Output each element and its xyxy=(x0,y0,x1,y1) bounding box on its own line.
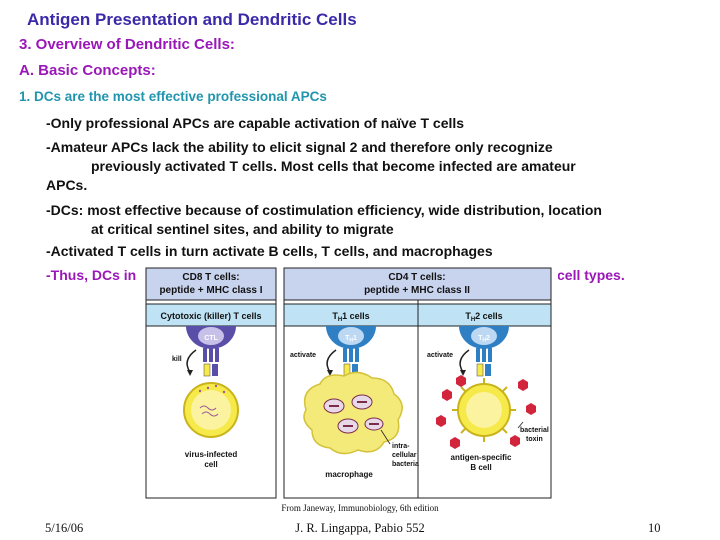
bullet-dcs-effective: -DCs: most effective because of costimul… xyxy=(46,201,706,239)
cd8-header-line2: peptide + MHC class I xyxy=(159,285,262,296)
kill-label: kill xyxy=(172,356,182,363)
th2-subheader-text: TH2 cells xyxy=(465,311,502,323)
activate-label-2: activate xyxy=(427,352,453,359)
t-cell-figure: CD8 T cells: peptide + MHC class I CD4 T… xyxy=(138,260,558,500)
footer-author: J. R. Lingappa, Pabio 552 xyxy=(295,521,425,535)
bullet-amateur-line2: previously activated T cells. Most cells… xyxy=(91,158,576,174)
section-heading: 3. Overview of Dendritic Cells: xyxy=(19,36,235,53)
bacteria-label-line1: intra- xyxy=(392,443,410,450)
virus-infected-label-line2: cell xyxy=(204,460,217,469)
toxin-label-line2: toxin xyxy=(526,436,543,443)
bacteria-label-line2: cellular xyxy=(392,452,417,459)
bullet-amateur-line1: -Amateur APCs lack the ability to elicit… xyxy=(46,139,553,155)
bullet-dcs-line1: -DCs: most effective because of costimul… xyxy=(46,202,602,218)
cd4-header-line2: peptide + MHC class II xyxy=(364,285,470,296)
virus-infected-cell-icon xyxy=(183,363,239,438)
cd4-header xyxy=(283,267,552,301)
b-cell-label-line2: B cell xyxy=(470,463,491,472)
th1-subheader-text: TH1 cells xyxy=(332,311,369,323)
ctl-label: CTL xyxy=(204,335,218,342)
figure-credit: From Janeway, Immunobiology, 6th edition xyxy=(281,503,439,513)
th2-cell-icon xyxy=(459,326,509,362)
cd8-header-line1: CD8 T cells: xyxy=(182,272,239,283)
bullet-amateur-line3: APCs. xyxy=(46,177,88,193)
toxin-label-line1: bacterial xyxy=(520,427,549,434)
b-cell-icon xyxy=(452,363,516,442)
cd8-header xyxy=(145,267,277,301)
slide-title: Antigen Presentation and Dendritic Cells xyxy=(27,10,357,29)
bullet-dcs-line2: at critical sentinel sites, and ability … xyxy=(91,221,394,237)
cytotoxic-subheader-text: Cytotoxic (killer) T cells xyxy=(160,311,261,321)
bullet-thus-end: cell types. xyxy=(557,267,625,283)
bullet-thus-start: -Thus, DCs in xyxy=(46,267,137,283)
macrophage-icon xyxy=(303,363,403,455)
cd4-header-line1: CD4 T cells: xyxy=(388,272,445,283)
footer-page-number: 10 xyxy=(648,521,661,535)
footer-date: 5/16/06 xyxy=(45,521,84,535)
point-heading: 1. DCs are the most effective profession… xyxy=(19,89,327,104)
th1-label: TH1 xyxy=(345,335,357,344)
bacteria-label-line3: bacteria xyxy=(392,461,419,468)
virus-infected-label-line1: virus-infected xyxy=(185,450,238,459)
th1-cell-icon xyxy=(326,326,376,362)
bullet-professional-apcs: -Only professional APCs are capable acti… xyxy=(46,115,465,131)
macrophage-label: macrophage xyxy=(325,470,373,479)
bacterial-toxin-icon xyxy=(436,375,536,449)
b-cell-label-line1: antigen-specific xyxy=(451,453,512,462)
bullet-activated-t-cells: -Activated T cells in turn activate B ce… xyxy=(46,243,493,259)
ctl-cell-icon xyxy=(186,326,236,362)
th2-label: TH2 xyxy=(478,335,490,344)
activate-label-1: activate xyxy=(290,352,316,359)
subsection-heading: A. Basic Concepts: xyxy=(19,62,156,79)
kill-arrowhead-icon xyxy=(187,370,193,376)
activate-arrowhead-icon-2 xyxy=(460,370,466,376)
bullet-amateur-apcs: -Amateur APCs lack the ability to elicit… xyxy=(46,138,706,195)
activate-arrowhead-icon-1 xyxy=(327,370,333,376)
